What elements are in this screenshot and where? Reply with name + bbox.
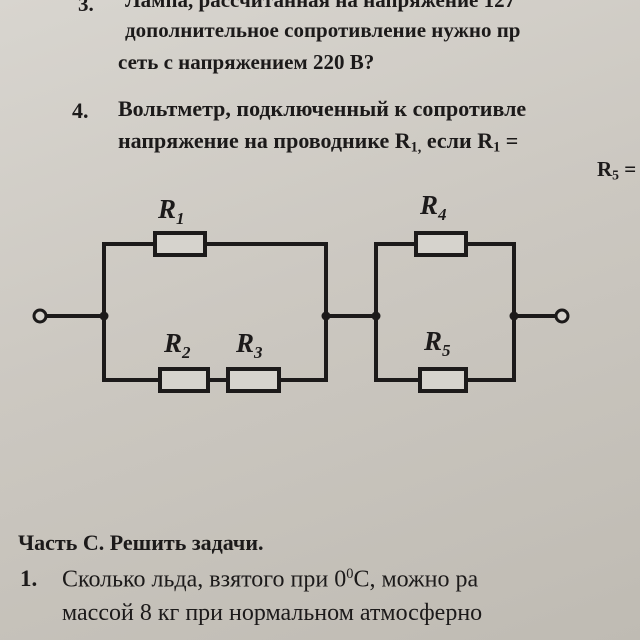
label-r3: R3 [235,328,263,362]
part-c-heading: Часть С. Решить задачи. [18,530,264,555]
output-terminal [554,308,570,324]
junction-mid-left [321,311,331,321]
left-top-wire [102,242,157,318]
problem-4-line-2: напряжение на проводнике R1, если R1 = [118,128,519,156]
right-bottom-wire [374,314,422,382]
label-r1: R1 [157,194,185,228]
resistor-r3 [226,367,281,393]
resistor-r5 [418,367,468,393]
label-r5: R5 [423,326,451,360]
label-r2: R2 [163,328,191,362]
part-c-problem-1-line-2: массой 8 кг при нормальном атмосферно [62,600,483,626]
part-c-problem-1-number: 1. [20,566,38,591]
part-c-problem-1-line-1: Сколько льда, взятого при 00С, можно ра [62,566,479,593]
right-top-wire [374,242,418,318]
circuit-diagram: R1 R2 R3 R4 R5 [32,190,570,393]
problem-3-line-3: сеть с напряжением 220 В? [118,50,375,74]
problem-4-number: 4. [72,98,89,123]
left-bottom-wire [102,314,162,382]
problem-4-line-1: Вольтметр, подключенный к сопротивле [118,96,527,121]
problem-3-number: 3. [78,0,94,16]
input-terminal [32,308,48,324]
resistor-r1 [153,231,207,257]
resistor-r4 [414,231,468,257]
junction-right [509,311,519,321]
label-r4: R4 [419,190,447,224]
right-outer-wire [464,242,516,382]
junction-left [99,311,109,321]
junction-mid-right [371,311,381,321]
problem-4-line-3: R5 = [597,157,637,183]
resistor-r2 [158,367,210,393]
left-right-wire [277,242,328,382]
problem-3-line-2: дополнительное сопротивление нужно пр [125,18,521,42]
problem-3-line-1: Лампа, рассчитанная на напряжение 127 [125,0,516,12]
